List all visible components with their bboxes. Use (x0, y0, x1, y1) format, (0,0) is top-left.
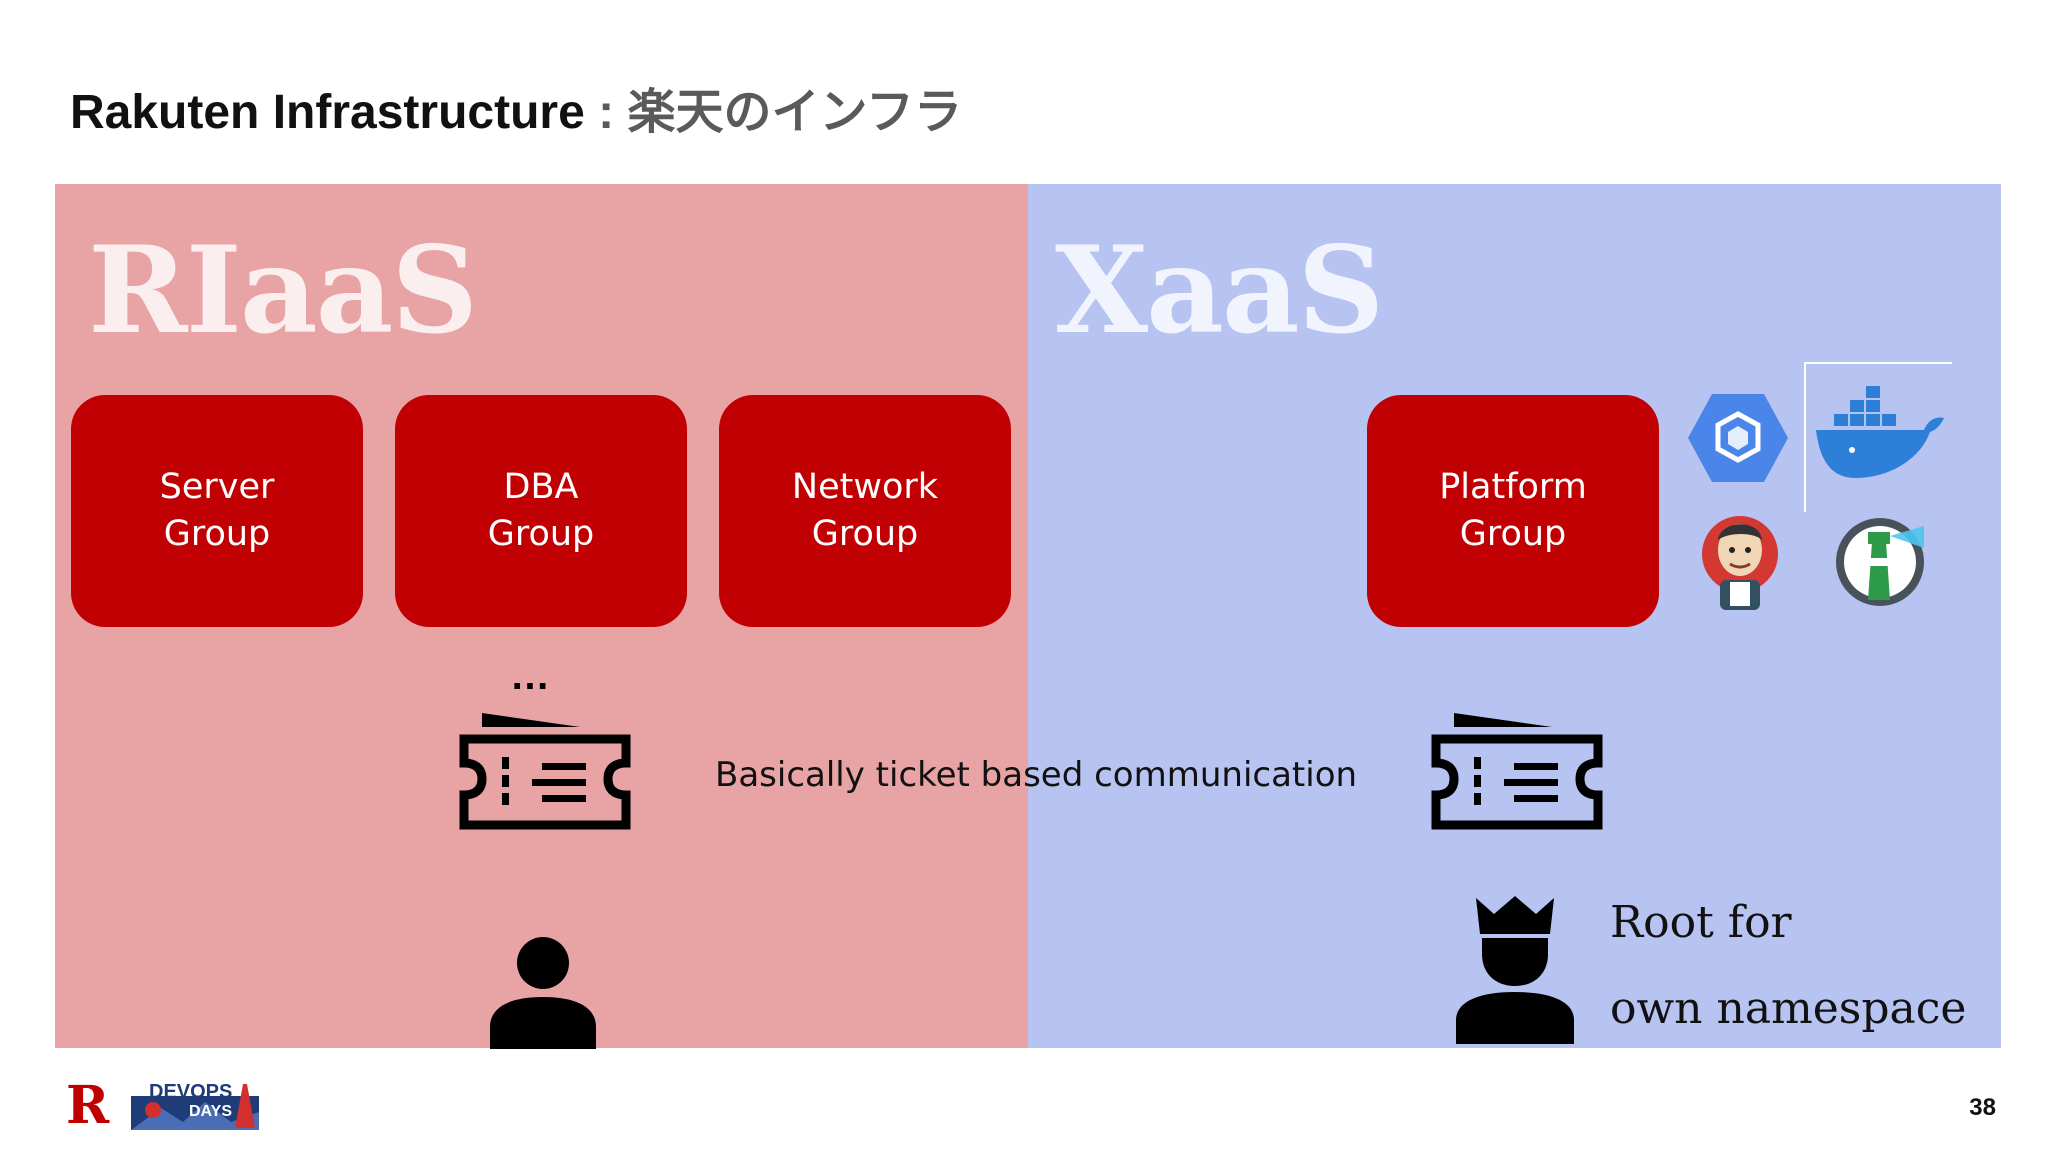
devops-logo-line2: DAYS (189, 1103, 232, 1120)
title-main: Rakuten Infrastructure (70, 86, 585, 139)
rakuten-logo: R (66, 1075, 110, 1136)
xaas-label: XaaS (1055, 220, 1384, 361)
jenkins-icon (1702, 516, 1778, 610)
ellipsis: … (510, 654, 556, 698)
page-number: 38 (1969, 1094, 1996, 1121)
lighthouse-icon (1836, 518, 1924, 606)
platform-group-line1: Platform (1439, 467, 1587, 507)
server-group-line1: Server (159, 467, 275, 507)
user-icon (490, 937, 596, 1049)
dba-group-line1: DBA (503, 467, 579, 507)
ticket-icon-left (459, 713, 631, 830)
devops-days-logo: DEVOPS DAYS (131, 1081, 259, 1130)
root-namespace-text: Root for own namespace (1610, 880, 1966, 1052)
kubernetes-hex-icon (1688, 394, 1788, 482)
ticket-icon-right (1431, 713, 1603, 830)
title-subtitle: : 楽天のインフラ (584, 86, 962, 139)
docker-frame (1804, 362, 1952, 512)
root-line2: own namespace (1610, 983, 1967, 1034)
dba-group-box: DBA Group (395, 395, 687, 627)
crowned-user-icon (1456, 896, 1574, 1044)
riaas-label: RIaaS (88, 220, 478, 361)
devops-logo-line1: DEVOPS (149, 1081, 232, 1103)
communication-text: Basically ticket based communication (715, 755, 1358, 795)
docker-whale-icon (1816, 386, 1944, 478)
dba-group-line2: Group (487, 514, 595, 554)
root-line1: Root for (1610, 897, 1792, 948)
server-group-line2: Group (163, 514, 271, 554)
platform-group-line2: Group (1459, 514, 1567, 554)
slide-title: Rakuten Infrastructure : 楽天のインフラ (70, 72, 962, 142)
network-group-line2: Group (811, 514, 919, 554)
network-group-line1: Network (791, 467, 939, 507)
